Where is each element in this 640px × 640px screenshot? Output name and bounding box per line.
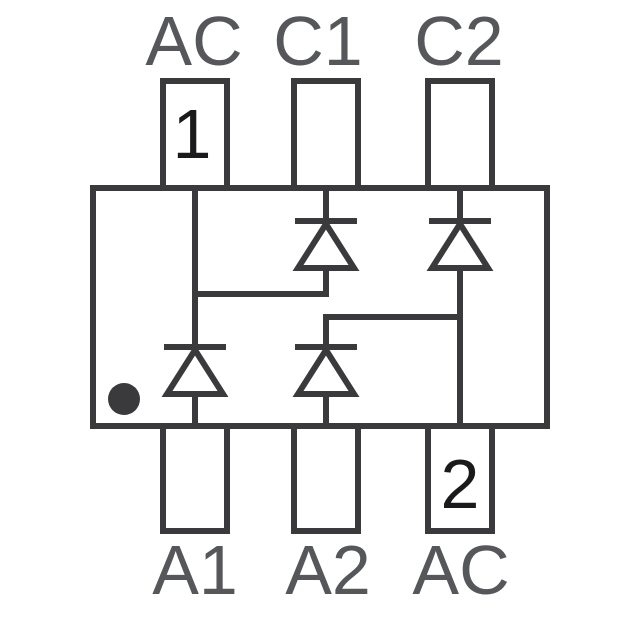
pin-label-a2: A2 [285, 531, 371, 609]
diode-d2-triangle [292, 218, 360, 271]
pin-label-ac-top: AC [145, 2, 242, 80]
diode-d1-triangle [161, 344, 229, 397]
pin-label-ac-bottom: AC [412, 531, 509, 609]
diode-d3-triangle [426, 218, 494, 271]
pin-a2 [291, 423, 361, 534]
pin-label-c1: C1 [273, 2, 362, 80]
wire-d4-cathode-jog [323, 314, 460, 347]
pin-ac-bottom [425, 423, 495, 534]
pin-a1 [160, 423, 230, 534]
pin-number-2: 2 [441, 445, 480, 523]
diode-d1 [161, 344, 229, 397]
pin1-marker-dot-icon [108, 383, 140, 415]
pin-number-1: 1 [173, 95, 212, 173]
diode-d4-triangle [292, 344, 360, 397]
pin-label-c2: C2 [414, 2, 503, 80]
pin-c1 [291, 78, 361, 191]
pin-c2 [425, 78, 495, 191]
diode-d2 [292, 218, 360, 271]
diode-d3 [426, 218, 494, 271]
wire-d2-anode-jog [195, 268, 329, 297]
pin-label-a1: A1 [152, 531, 238, 609]
diode-d4 [292, 344, 360, 397]
